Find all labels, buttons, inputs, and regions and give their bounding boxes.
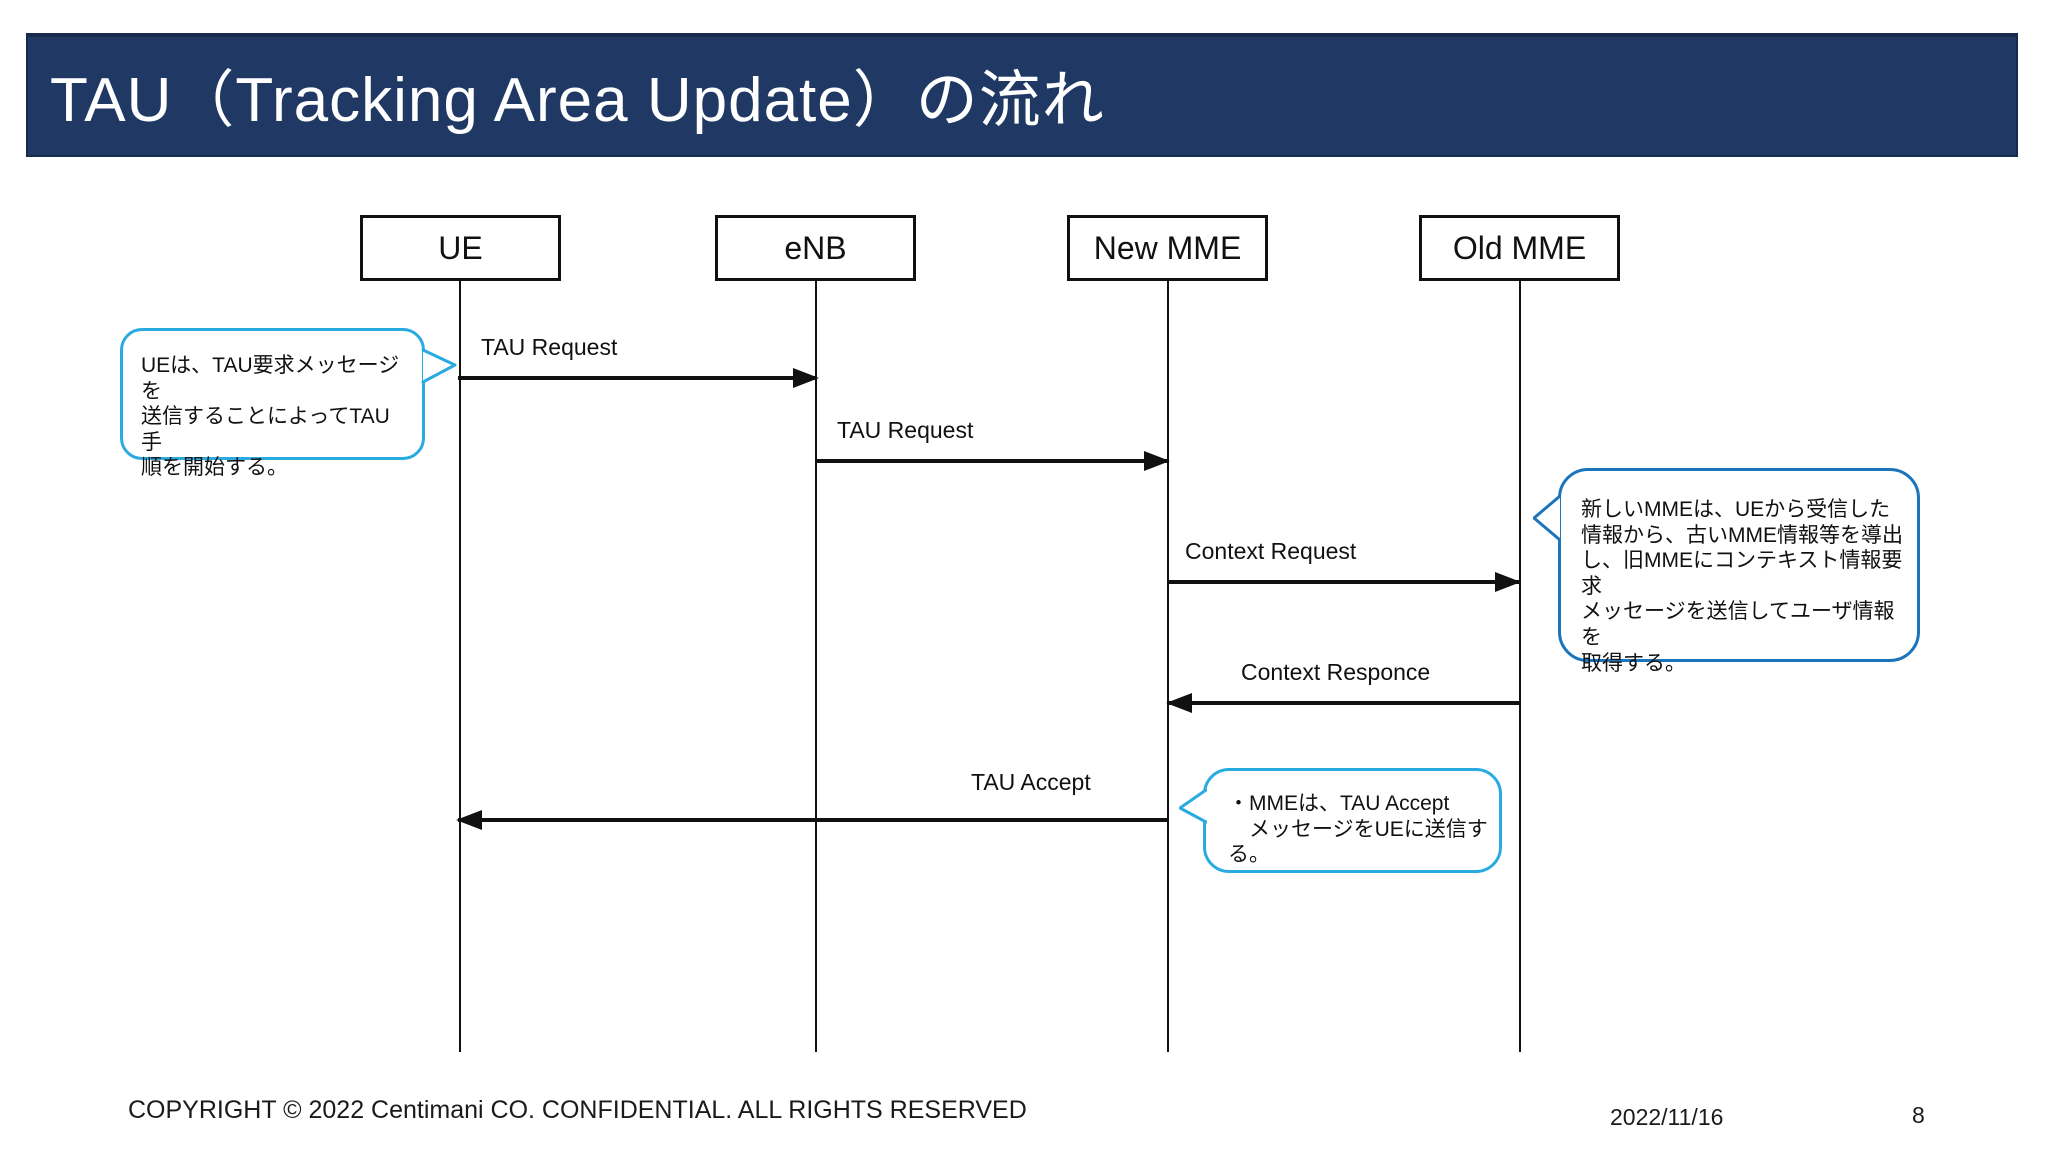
arrow-context-responce [1166, 693, 1519, 713]
actor-label: eNB [784, 229, 847, 266]
callout-text: ・MMEは、TAU Accept メッセージをUEに送信する。 [1228, 792, 1488, 867]
arrow-tau-request-enb-newmme [817, 451, 1170, 471]
arrow-tau-request-ue-enb [458, 368, 819, 388]
message-label: TAU Request [837, 417, 974, 443]
page-number: 8 [1912, 1102, 1925, 1128]
message-label: TAU Accept [971, 769, 1091, 795]
actor-box-enb: eNB [715, 215, 916, 281]
message-label: Context Request [1185, 538, 1357, 564]
page-title: TAU（Tracking Area Update）の流れ [50, 66, 1105, 135]
slide-header: TAU（Tracking Area Update）の流れ [26, 33, 2018, 157]
actor-label: Old MME [1452, 229, 1587, 266]
arrow-context-request [1168, 572, 1521, 592]
lifeline-ue [459, 281, 461, 1052]
lifeline-old-mme [1519, 281, 1521, 1052]
actor-box-new-mme: New MME [1067, 215, 1268, 281]
callout-pointer-right-icon [421, 348, 457, 384]
actor-box-ue: UE [360, 215, 561, 281]
lifeline-new-mme [1167, 281, 1169, 1052]
copyright-text: COPYRIGHT © 2022 Centimani CO. CONFIDENT… [128, 1096, 1027, 1124]
arrowhead-left-icon [456, 810, 482, 830]
arrowhead-right-icon [1495, 572, 1521, 592]
actor-label: New MME [1093, 229, 1242, 266]
callout-pointer-left-icon [1533, 494, 1561, 542]
callout-text: 新しいMMEは、UEから受信した 情報から、古いMME情報等を導出 し、旧MME… [1581, 498, 1903, 675]
lifeline-enb [815, 281, 817, 1052]
callout-ue-note: UEは、TAU要求メッセージを 送信することによってTAU手 順を開始する。 [120, 328, 425, 479]
arrowhead-right-icon [1144, 451, 1170, 471]
footer-date: 2022/11/16 [1610, 1104, 1724, 1130]
actor-label: UE [438, 229, 483, 266]
arrowhead-right-icon [793, 368, 819, 388]
callout-pointer-left-icon [1179, 788, 1207, 824]
message-label: Context Responce [1241, 659, 1431, 685]
callout-text: UEは、TAU要求メッセージを 送信することによってTAU手 順を開始する。 [141, 354, 400, 480]
arrowhead-left-icon [1166, 693, 1192, 713]
actor-box-old-mme: Old MME [1419, 215, 1620, 281]
callout-new-mme-note: 新しいMMEは、UEから受信した 情報から、古いMME情報等を導出 し、旧MME… [1558, 468, 1920, 675]
arrow-tau-accept [456, 810, 1168, 830]
message-label: TAU Request [481, 334, 618, 360]
callout-tau-accept-note: ・MMEは、TAU Accept メッセージをUEに送信する。 [1203, 768, 1502, 873]
